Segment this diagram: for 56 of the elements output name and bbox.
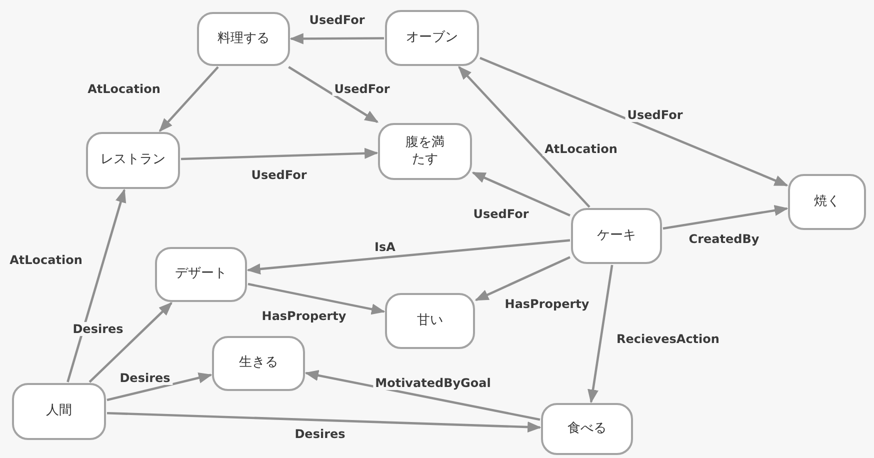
arrow	[472, 172, 570, 217]
concept-node	[197, 12, 290, 66]
arrow	[180, 148, 378, 160]
arrow	[304, 370, 540, 421]
edge-label: Desires	[70, 322, 126, 336]
node-label: 料理する	[218, 30, 270, 48]
edge-label: UsedFor	[307, 13, 367, 27]
node-label: 食べる	[568, 420, 606, 438]
node-label: 甘い	[417, 312, 443, 330]
edge-label: AtLocation	[86, 82, 162, 96]
concept-node	[155, 247, 247, 302]
edge-label: UsedFor	[332, 82, 392, 96]
edge-label: CreatedBy	[686, 232, 762, 246]
arrow	[662, 205, 788, 230]
node-label: オーブン	[406, 30, 458, 46]
arrow	[474, 256, 570, 302]
node-label: 生きる	[239, 355, 278, 372]
edge-label: UsedFor	[471, 207, 531, 221]
arrow	[66, 188, 126, 382]
concept-node	[788, 174, 866, 230]
edge-label: AtLocation	[542, 142, 620, 156]
edge-label: UsedFor	[249, 168, 309, 182]
node-label: 焼く	[814, 194, 840, 210]
concept-node	[12, 383, 106, 440]
arrow	[106, 412, 542, 433]
node-label: 腹を満たす	[404, 135, 446, 168]
concept-node	[385, 10, 479, 66]
arrow	[288, 66, 379, 123]
arrow	[588, 264, 614, 404]
concept-node	[385, 293, 475, 349]
edge-label: IsA	[372, 240, 398, 254]
edge-label: Desires	[292, 427, 348, 441]
edge-label: HasProperty	[260, 309, 348, 323]
concept-node	[378, 123, 472, 180]
node-label: レストラン	[100, 152, 166, 169]
arrow	[290, 33, 384, 44]
edge-label: Desires	[118, 371, 172, 385]
arrow	[248, 282, 386, 315]
edge-label: AtLocation	[8, 253, 84, 267]
concept-node	[212, 336, 305, 391]
arrow	[158, 66, 219, 132]
edge-label: HasProperty	[502, 297, 592, 311]
arrow	[480, 56, 788, 186]
concept-node	[86, 132, 180, 189]
node-label: 人間	[46, 403, 72, 420]
edge-label: MotivatedByGoal	[373, 376, 493, 390]
arrow	[106, 372, 212, 402]
arrow	[246, 239, 570, 274]
arrow	[458, 66, 590, 208]
edge-label: UsedFor	[625, 108, 685, 122]
concept-node	[571, 208, 662, 264]
node-label: ケーキ	[597, 228, 636, 244]
arrow	[88, 302, 172, 383]
concept-node	[541, 403, 633, 455]
edge-label: RecievesAction	[614, 332, 722, 346]
node-label: デザート	[175, 266, 227, 283]
